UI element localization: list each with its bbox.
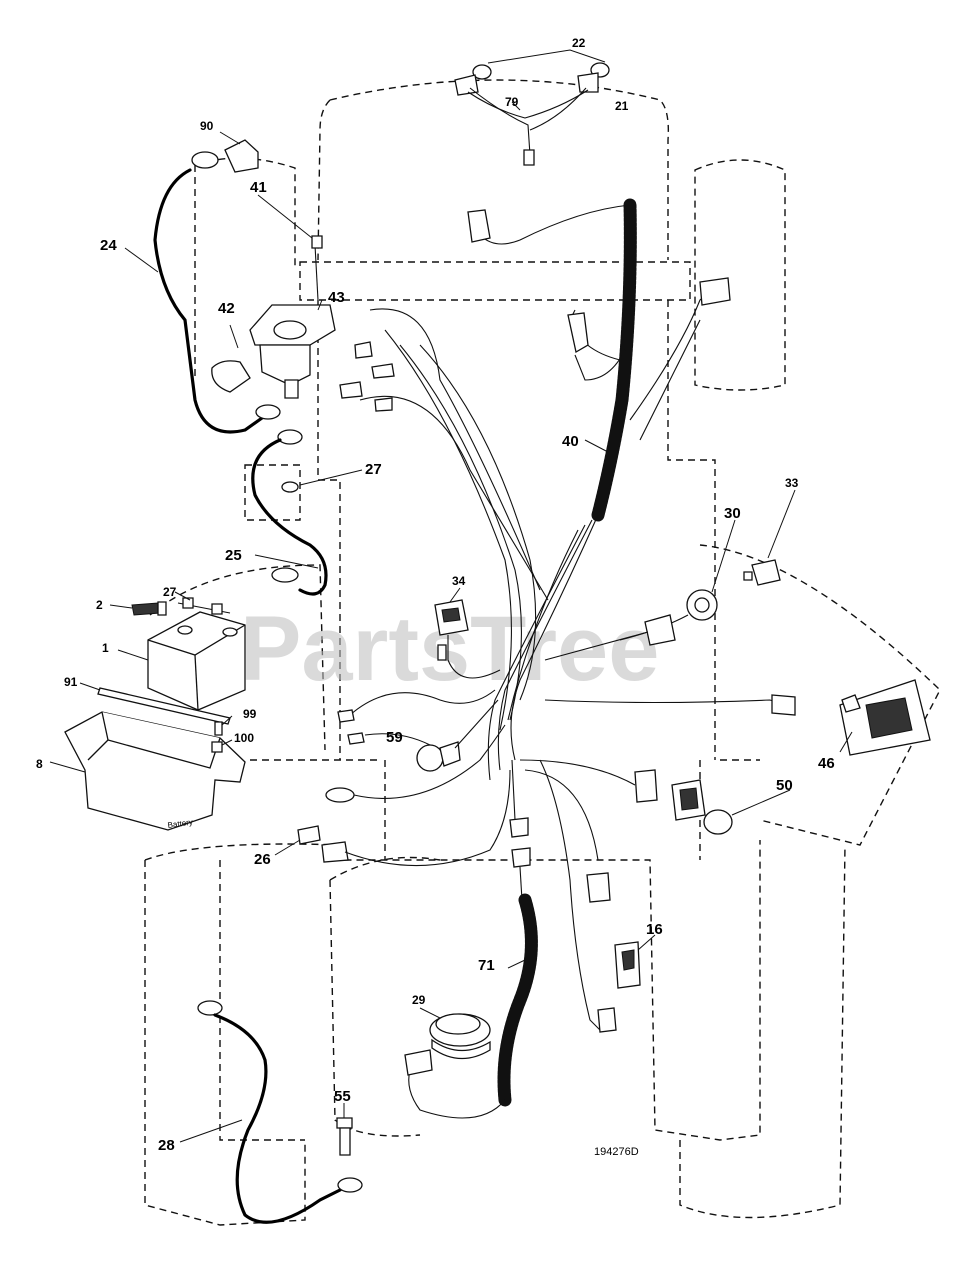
- battery-tray[interactable]: [49, 711, 246, 831]
- callout-26: 26: [254, 851, 271, 868]
- callout-27a: 27: [365, 461, 382, 478]
- ground-bolt[interactable]: [336, 1103, 353, 1156]
- battery-label: Battery: [167, 818, 193, 830]
- main-wiring-harness[interactable]: [339, 198, 731, 781]
- inline-fuse[interactable]: [274, 769, 511, 867]
- callout-41: 41: [250, 179, 267, 196]
- callout-91: 91: [64, 675, 78, 689]
- callout-33: 33: [785, 476, 799, 490]
- callout-28: 28: [158, 1137, 175, 1154]
- seat-safety-plunger[interactable]: [419, 1007, 491, 1060]
- callout-100: 100: [234, 731, 254, 745]
- callout-25: 25: [225, 547, 242, 564]
- battery-hardware[interactable]: [174, 591, 231, 615]
- callout-42: 42: [218, 300, 235, 317]
- starter-solenoid[interactable]: [211, 194, 336, 399]
- callout-22: 22: [572, 36, 586, 50]
- callout-79: 79: [505, 95, 519, 109]
- callout-43: 43: [328, 289, 345, 306]
- hour-meter-panel[interactable]: [839, 679, 931, 756]
- battery-strap[interactable]: [79, 682, 231, 725]
- harness-connector[interactable]: [544, 614, 796, 716]
- callout-40: 40: [562, 433, 579, 450]
- callout-30: 30: [724, 505, 741, 522]
- tractor-outline: [144, 79, 941, 1226]
- callout-27b: 27: [163, 585, 177, 599]
- callout-55: 55: [334, 1088, 351, 1105]
- relay-connector[interactable]: [519, 759, 658, 903]
- callout-71: 71: [478, 957, 495, 974]
- callout-8: 8: [36, 757, 43, 771]
- callout-2: 2: [96, 598, 103, 612]
- callout-59: 59: [386, 729, 403, 746]
- callout-50: 50: [776, 777, 793, 794]
- ground-wire[interactable]: [325, 724, 506, 803]
- callout-46: 46: [818, 755, 835, 772]
- light-switch[interactable]: [671, 779, 791, 835]
- callout-90: 90: [200, 119, 214, 133]
- callout-24: 24: [100, 237, 117, 254]
- callout-16: 16: [646, 921, 663, 938]
- ignition-switch[interactable]: [619, 519, 736, 641]
- callout-labels: 22 79 21 90 41 24 42 43 40 27 25 33 30 3…: [36, 36, 835, 1158]
- battery-positive-cable[interactable]: [124, 131, 281, 434]
- battery[interactable]: [117, 611, 246, 711]
- battery-negative-cable[interactable]: [251, 429, 363, 596]
- headlight-assembly[interactable]: [454, 49, 610, 166]
- brake-switch[interactable]: [539, 759, 656, 1033]
- seat-switch-harness[interactable]: [404, 759, 538, 1119]
- callout-1: 1: [102, 641, 109, 655]
- ignition-key[interactable]: [743, 489, 796, 586]
- callout-34: 34: [452, 574, 466, 588]
- battery-bolt[interactable]: [109, 601, 167, 616]
- fuse-holder[interactable]: [337, 689, 499, 772]
- callout-29: 29: [412, 993, 426, 1007]
- ground-cable[interactable]: [179, 1000, 363, 1224]
- callout-99: 99: [243, 707, 257, 721]
- drawing-number: 194276D: [594, 1146, 639, 1158]
- pto-switch[interactable]: [434, 587, 501, 679]
- callout-21: 21: [615, 99, 629, 113]
